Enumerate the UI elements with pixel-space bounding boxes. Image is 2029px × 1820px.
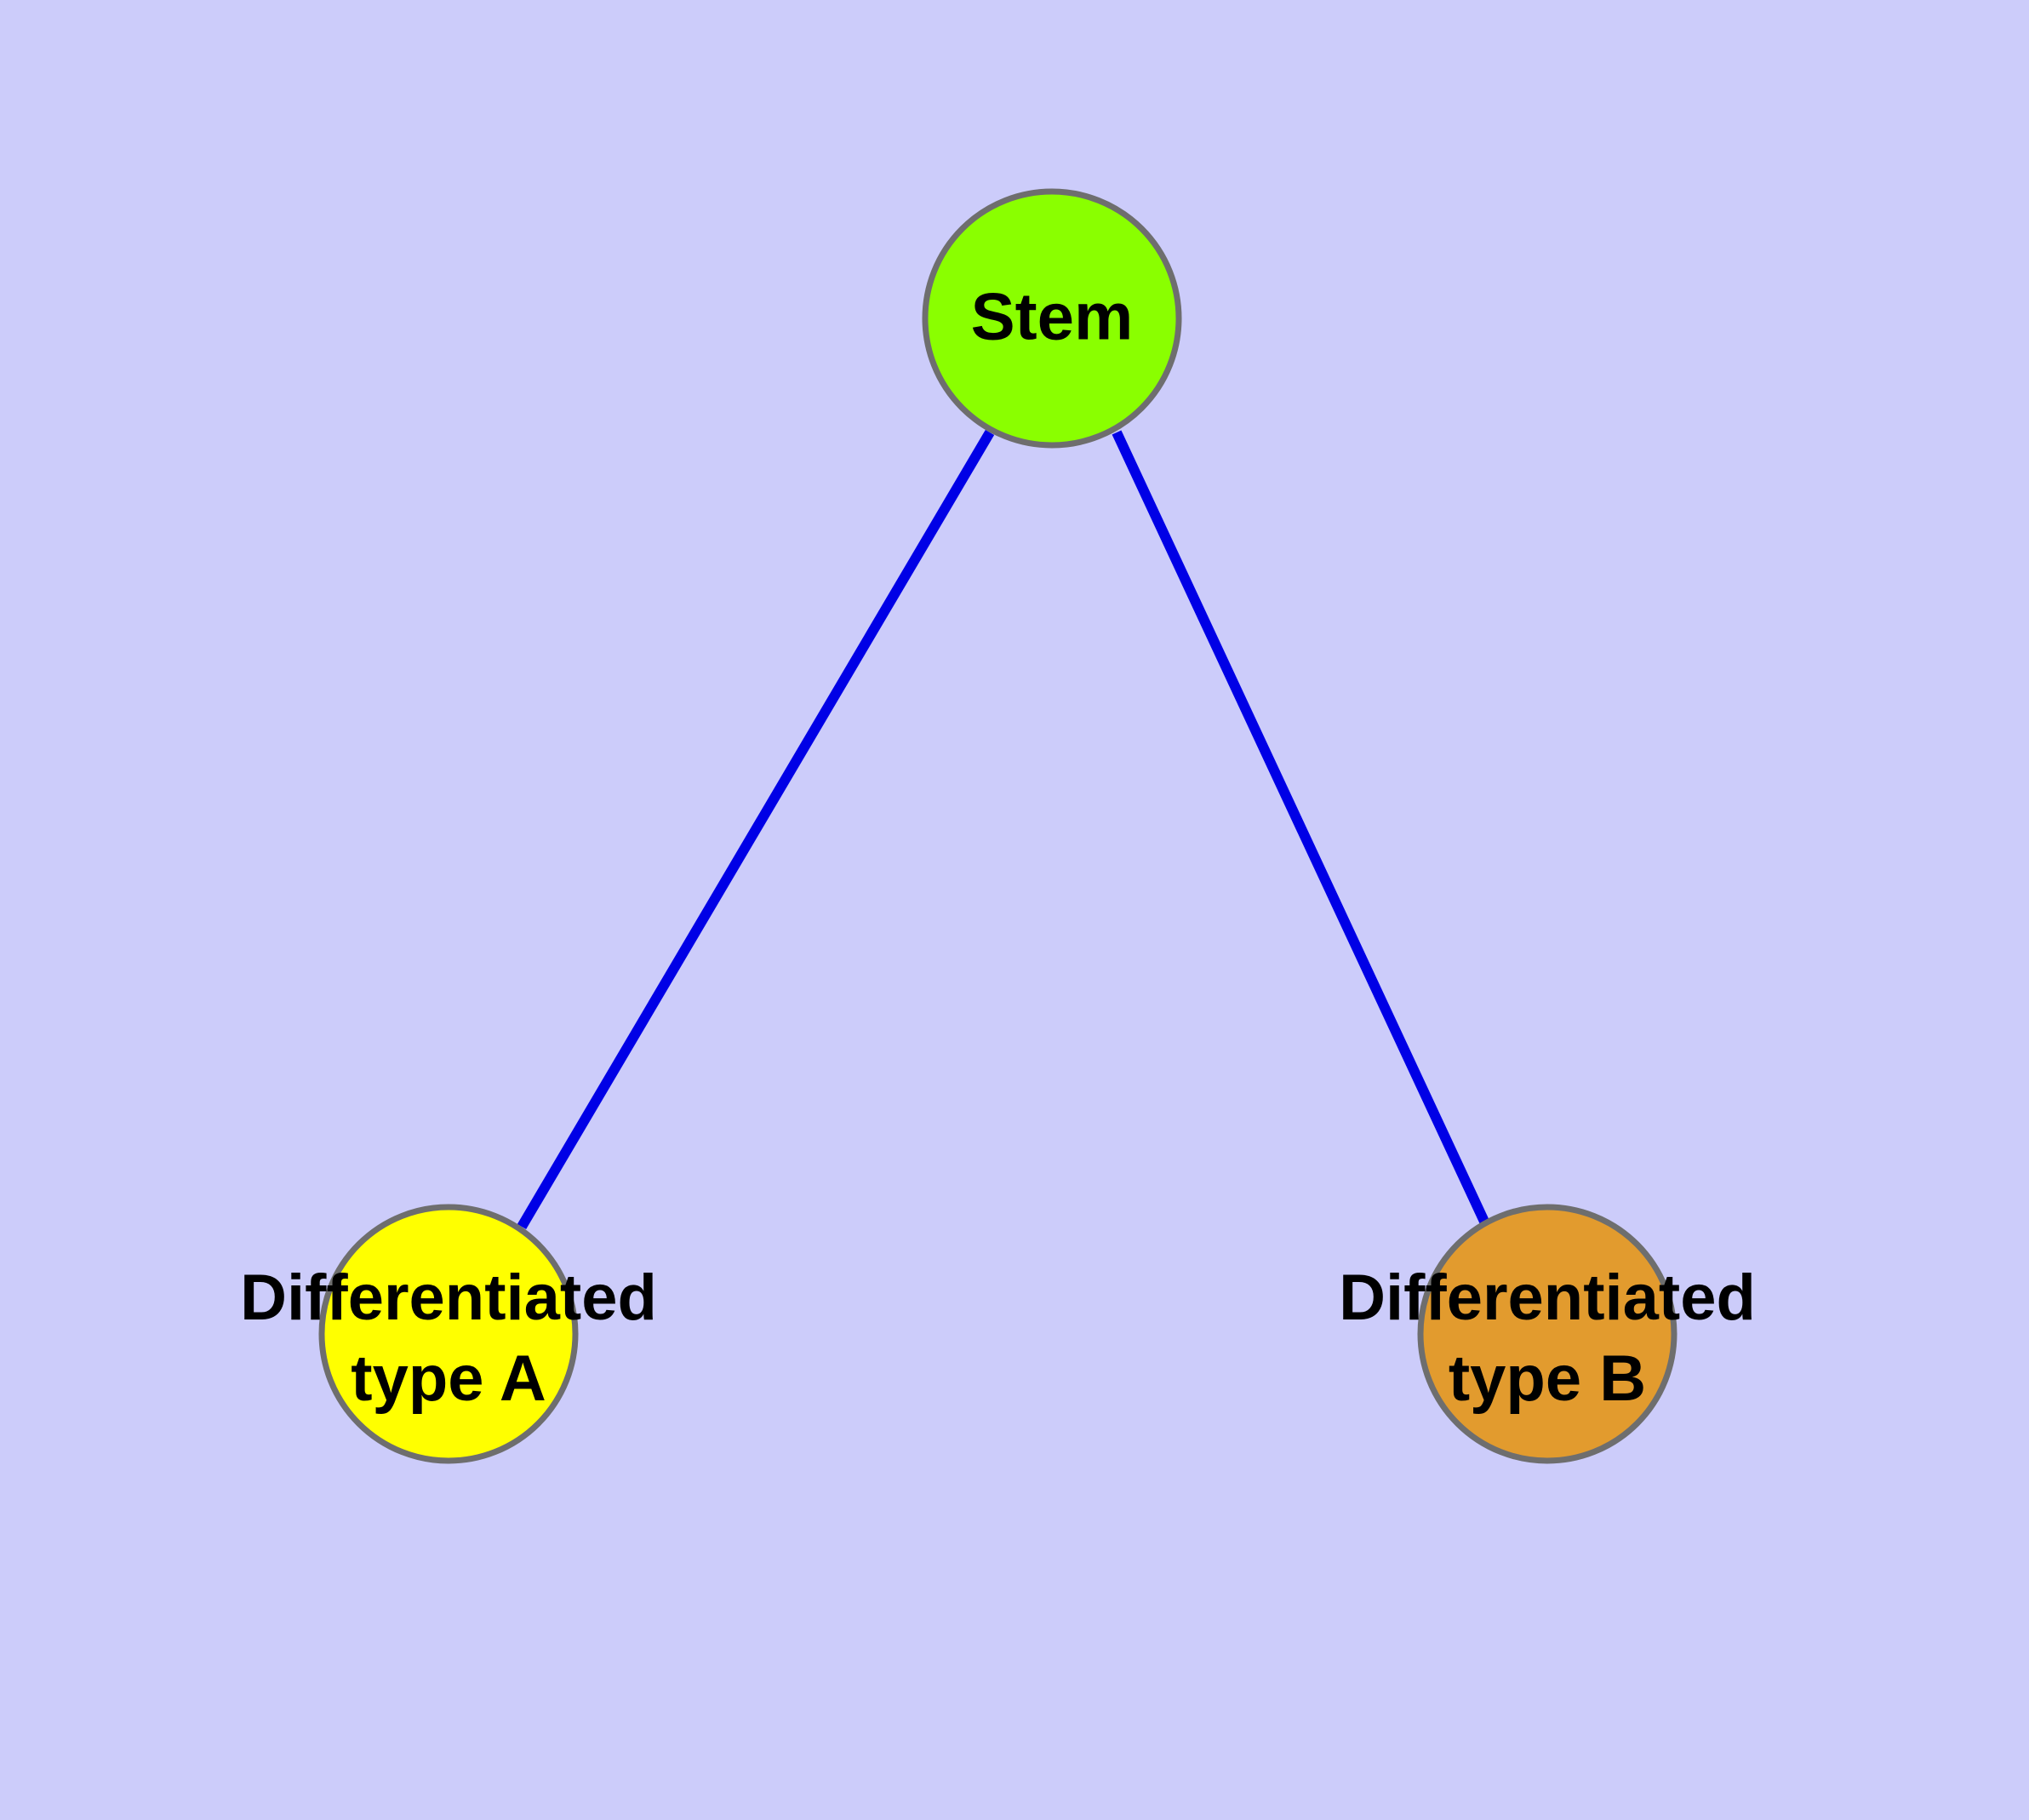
node-differentiated-type-a-circle[interactable] [318,1204,579,1464]
node-differentiated-type-a-label-line-1: Differentiated [240,1262,657,1334]
node-differentiated-type-a-label-line-2: type A [351,1342,546,1415]
node-differentiated-type-a[interactable]: Differentiated type A [240,1204,657,1464]
edge-layer [517,429,1490,1230]
node-layer: Stem Differentiated type A Differentiate… [240,188,1756,1464]
node-differentiated-type-b-label-line-1: Differentiated [1339,1262,1756,1334]
node-stem-label-line-1: Stem [971,279,1134,354]
edge-stem-to-differentiated-type-a[interactable] [517,429,995,1230]
node-stem[interactable]: Stem [922,188,1182,449]
node-differentiated-type-b-circle[interactable] [1417,1204,1677,1464]
node-differentiated-type-b-label-line-2: type B [1449,1342,1646,1415]
edge-stem-to-differentiated-type-b[interactable] [1112,430,1490,1226]
node-stem-circle[interactable] [922,188,1182,449]
node-differentiated-type-b[interactable]: Differentiated type B [1339,1204,1756,1464]
